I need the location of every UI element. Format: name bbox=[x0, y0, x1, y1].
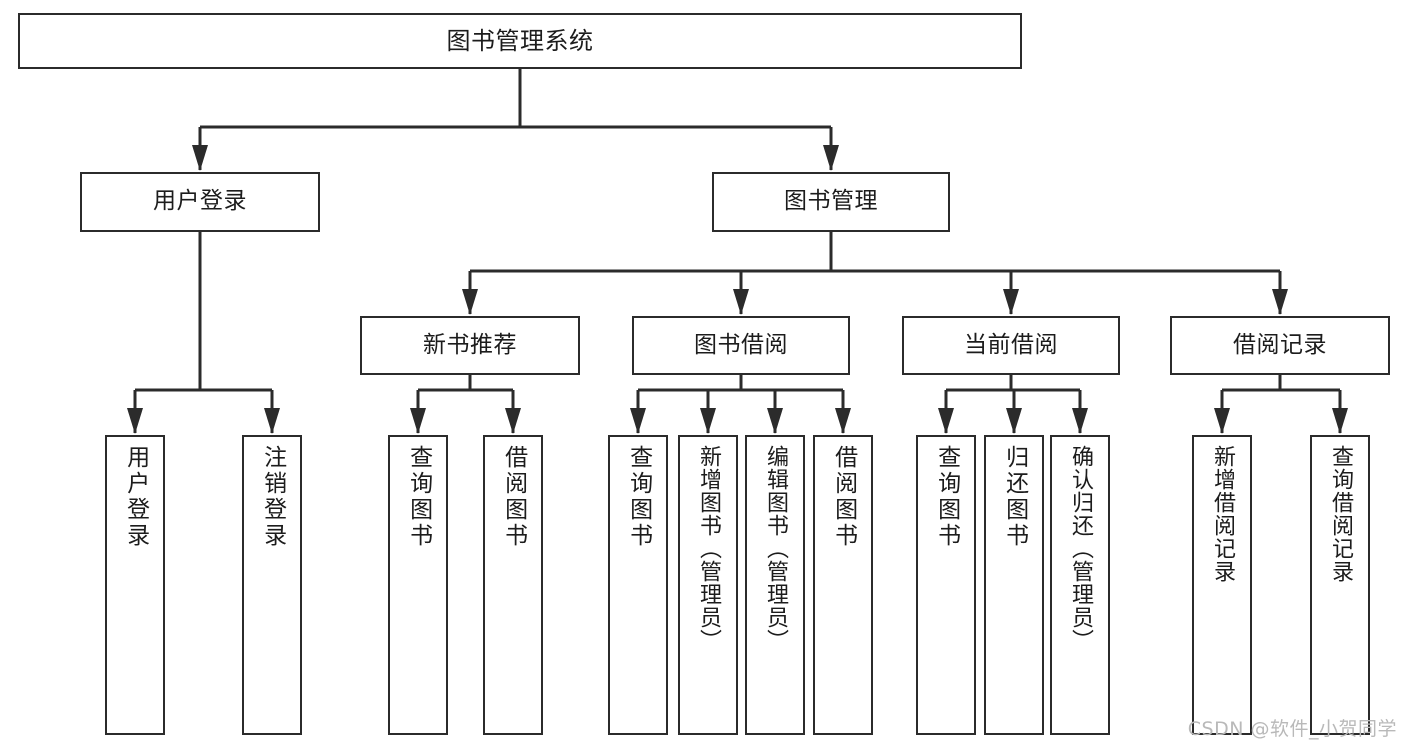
node-label: 查询借阅记录 bbox=[1327, 445, 1353, 583]
node-leaf-return-book[interactable]: 归还图书 bbox=[984, 435, 1044, 735]
node-leaf-borrow-book-recommend[interactable]: 借阅图书 bbox=[483, 435, 543, 735]
node-label: 查询图书 bbox=[933, 445, 960, 549]
node-borrow-record[interactable]: 借阅记录 bbox=[1170, 316, 1390, 375]
node-label: 借阅记录 bbox=[1233, 331, 1327, 358]
node-leaf-add-book[interactable]: 新增图书（管理员） bbox=[678, 435, 738, 735]
node-book-manage[interactable]: 图书管理 bbox=[712, 172, 950, 232]
node-label: 新增借阅记录 bbox=[1209, 445, 1235, 583]
node-leaf-query-book-current[interactable]: 查询图书 bbox=[916, 435, 976, 735]
node-root[interactable]: 图书管理系统 bbox=[18, 13, 1022, 69]
node-label: 查询图书 bbox=[625, 445, 652, 549]
node-label: 新书推荐 bbox=[423, 331, 517, 358]
node-user-login[interactable]: 用户登录 bbox=[80, 172, 320, 232]
node-current-borrow[interactable]: 当前借阅 bbox=[902, 316, 1120, 375]
node-label: 编辑图书（管理员） bbox=[762, 445, 788, 652]
watermark: CSDN @软件_小贺同学 bbox=[1187, 718, 1397, 740]
node-new-book-recommend[interactable]: 新书推荐 bbox=[360, 316, 580, 375]
node-leaf-confirm-return[interactable]: 确认归还（管理员） bbox=[1050, 435, 1110, 735]
node-label: 图书管理 bbox=[784, 188, 878, 215]
node-label: 借阅图书 bbox=[830, 445, 857, 549]
node-leaf-edit-book[interactable]: 编辑图书（管理员） bbox=[745, 435, 805, 735]
node-leaf-query-book-recommend[interactable]: 查询图书 bbox=[388, 435, 448, 735]
node-label: 归还图书 bbox=[1001, 445, 1028, 549]
node-label: 新增图书（管理员） bbox=[695, 445, 721, 652]
node-leaf-borrow-book[interactable]: 借阅图书 bbox=[813, 435, 873, 735]
node-label: 借阅图书 bbox=[500, 445, 527, 549]
node-label: 注销登录 bbox=[259, 445, 286, 549]
node-label: 查询图书 bbox=[405, 445, 432, 549]
node-leaf-logout[interactable]: 注销登录 bbox=[242, 435, 302, 735]
node-label: 图书管理系统 bbox=[446, 26, 594, 55]
node-leaf-user-login[interactable]: 用户登录 bbox=[105, 435, 165, 735]
node-label: 确认归还（管理员） bbox=[1067, 445, 1093, 652]
node-book-borrow[interactable]: 图书借阅 bbox=[632, 316, 850, 375]
node-label: 图书借阅 bbox=[694, 331, 788, 358]
node-leaf-query-book-borrow[interactable]: 查询图书 bbox=[608, 435, 668, 735]
node-label: 用户登录 bbox=[122, 445, 149, 549]
node-leaf-add-borrow-record[interactable]: 新增借阅记录 bbox=[1192, 435, 1252, 735]
node-leaf-query-borrow-record[interactable]: 查询借阅记录 bbox=[1310, 435, 1370, 735]
node-label: 用户登录 bbox=[153, 188, 247, 215]
node-label: 当前借阅 bbox=[964, 331, 1058, 358]
